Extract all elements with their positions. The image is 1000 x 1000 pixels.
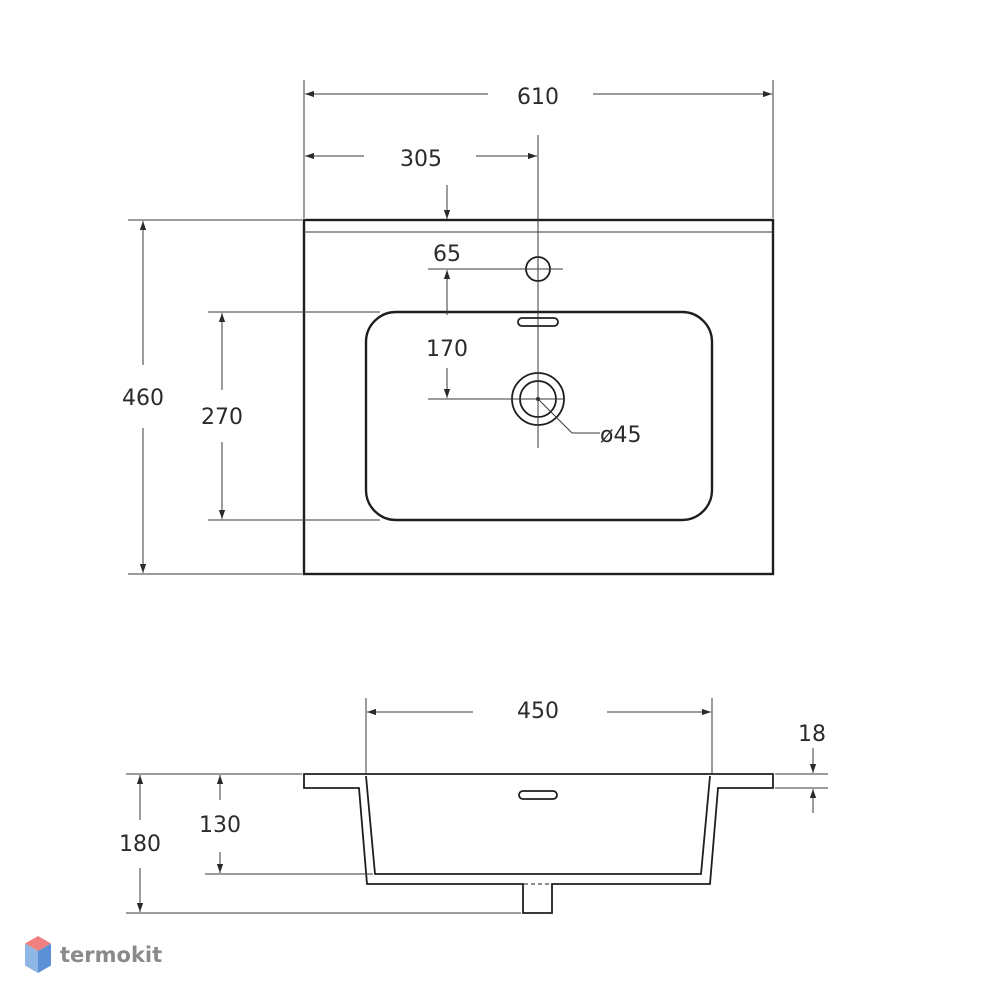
logo-cube-right xyxy=(38,943,51,973)
dim-drain-diameter-label: ø45 xyxy=(600,423,641,448)
dim-half-width-label: 305 xyxy=(400,147,442,172)
bowl-outline xyxy=(364,310,714,522)
dim-total-height-label: 180 xyxy=(119,832,161,857)
dim-width-label: 610 xyxy=(517,85,559,110)
top-view: 610 305 460 270 65 170 ø45 xyxy=(122,80,775,576)
brand-name: termokit xyxy=(60,943,162,967)
dim-thickness-label: 18 xyxy=(798,722,826,747)
logo-cube-left xyxy=(25,943,38,973)
section-inner-profile xyxy=(365,775,711,875)
side-overflow-slot xyxy=(518,790,558,800)
dim-bowl-width-label: 450 xyxy=(517,699,559,724)
dim-tap-offset-label: 65 xyxy=(433,242,461,267)
section-outer-profile xyxy=(303,773,774,914)
brand-logo: termokit xyxy=(25,936,162,973)
dim-drain-offset-label: 170 xyxy=(426,337,468,362)
dim-bowl-depth-label: 130 xyxy=(199,813,241,838)
side-view: 450 18 180 130 xyxy=(119,698,828,914)
drain-leader-line xyxy=(538,399,573,434)
dim-bowl-height-label: 270 xyxy=(201,405,243,430)
dim-height-label: 460 xyxy=(122,386,164,411)
